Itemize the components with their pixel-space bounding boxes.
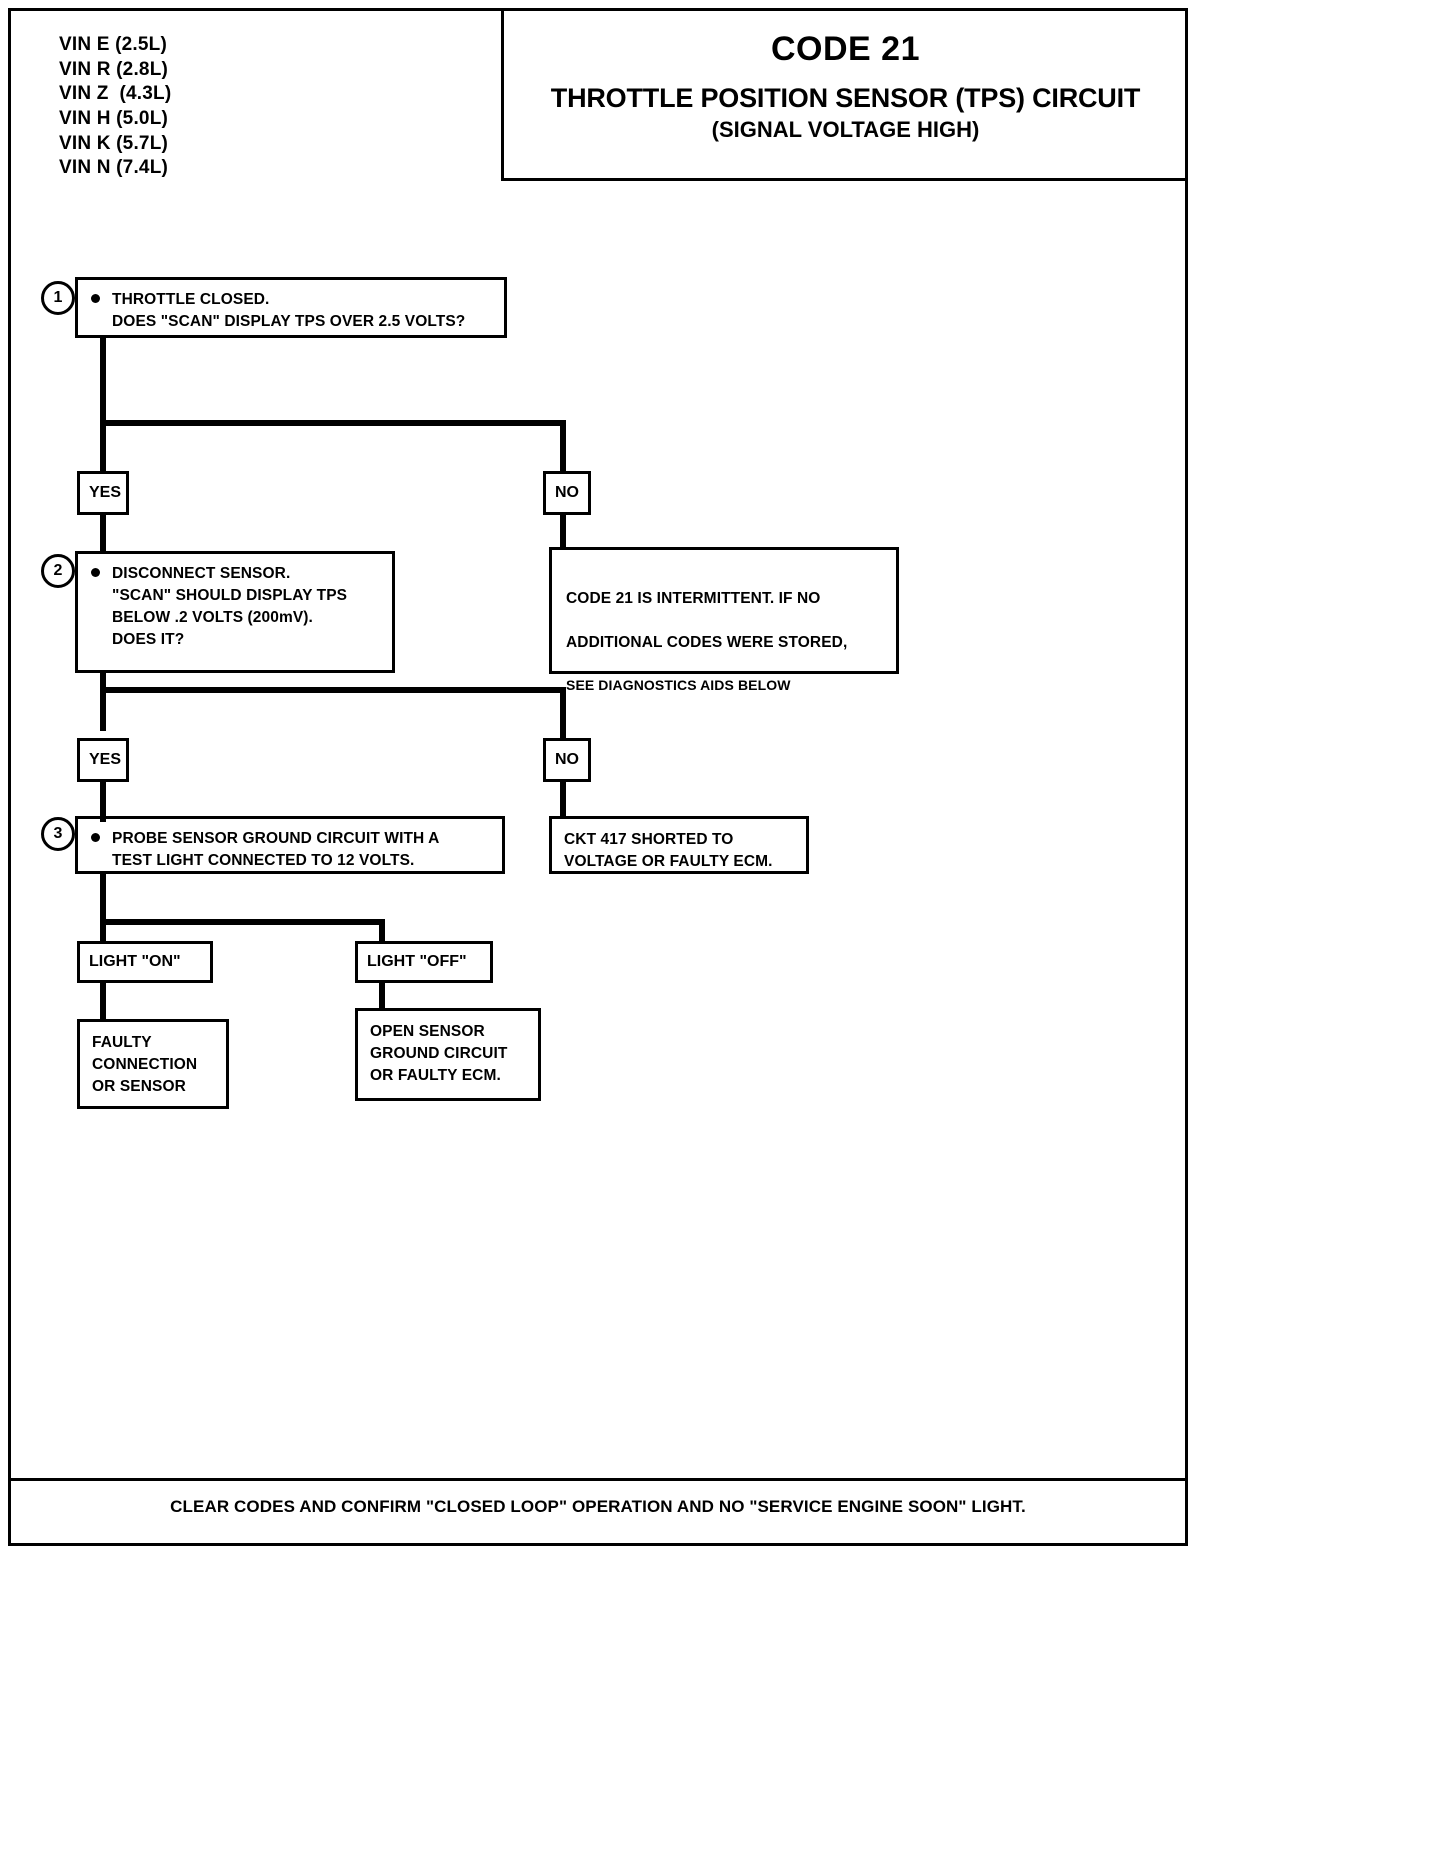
connector-lightoff-to-result <box>379 983 385 1011</box>
connector-lightoff-drop <box>379 919 385 943</box>
connector-no1-drop <box>560 420 566 473</box>
bullet-icon <box>91 833 100 842</box>
connector-step1-down <box>100 338 106 426</box>
bullet-icon <box>91 294 100 303</box>
connector-yes1-drop <box>100 420 106 473</box>
step-number-2: 2 <box>41 554 75 588</box>
step-box-1-text: THROTTLE CLOSED. DOES "SCAN" DISPLAY TPS… <box>112 291 466 330</box>
result-box-open-ground: OPEN SENSOR GROUND CIRCUIT OR FAULTY ECM… <box>355 1008 541 1101</box>
step-number-3: 3 <box>41 817 75 851</box>
branch-label-light-off: LIGHT "OFF" <box>355 941 493 983</box>
sub-title: (SIGNAL VOLTAGE HIGH) <box>711 117 980 142</box>
step-box-1: THROTTLE CLOSED. DOES "SCAN" DISPLAY TPS… <box>75 277 507 338</box>
footer-divider <box>11 1478 1185 1481</box>
intermittent-line-1: CODE 21 IS INTERMITTENT. IF NO <box>566 590 821 607</box>
connector-no2-drop <box>560 687 566 739</box>
branch-label-light-on: LIGHT "ON" <box>77 941 213 983</box>
branch-label-yes-2: YES <box>77 738 129 782</box>
step-box-2-text: DISCONNECT SENSOR. "SCAN" SHOULD DISPLAY… <box>112 565 348 648</box>
result-box-faulty-connection: FAULTY CONNECTION OR SENSOR <box>77 1019 229 1109</box>
step-number-1: 1 <box>41 281 75 315</box>
footer-note: CLEAR CODES AND CONFIRM "CLOSED LOOP" OP… <box>170 1497 1026 1516</box>
connector-lighton-to-result <box>100 983 106 1021</box>
step-box-3-text: PROBE SENSOR GROUND CIRCUIT WITH A TEST … <box>112 830 440 869</box>
diagram-page: VIN E (2.5L) VIN R (2.8L) VIN Z (4.3L) V… <box>8 8 1188 1546</box>
connector-step2-horizontal <box>100 687 566 693</box>
intermittent-line-2: ADDITIONAL CODES WERE STORED, <box>566 634 848 651</box>
step-box-3: PROBE SENSOR GROUND CIRCUIT WITH A TEST … <box>75 816 505 874</box>
connector-step1-horizontal <box>100 420 566 426</box>
branch-label-no-2: NO <box>543 738 591 782</box>
connector-yes2-to-step3 <box>100 782 106 822</box>
result-faulty-connection-text: FAULTY CONNECTION OR SENSOR <box>92 1034 198 1095</box>
result-ckt417-text: CKT 417 SHORTED TO VOLTAGE OR FAULTY ECM… <box>564 831 773 870</box>
connector-no2-to-result <box>560 782 566 818</box>
result-box-intermittent: CODE 21 IS INTERMITTENT. IF NO ADDITIONA… <box>549 547 899 693</box>
main-title: THROTTLE POSITION SENSOR (TPS) CIRCUIT <box>550 83 1141 113</box>
connector-step2-down <box>100 673 106 731</box>
bullet-icon <box>91 568 100 577</box>
connector-no1-to-result <box>560 515 566 549</box>
intermittent-line-3: SEE DIAGNOSTICS AIDS BELOW <box>566 677 791 693</box>
connector-yes1-to-step2 <box>100 515 106 553</box>
step-box-2: DISCONNECT SENSOR. "SCAN" SHOULD DISPLAY… <box>75 551 395 673</box>
branch-label-yes-1: YES <box>77 471 129 515</box>
code-title: CODE 21 <box>771 30 920 68</box>
connector-step3-horizontal <box>100 919 385 925</box>
connector-step3-down <box>100 874 106 942</box>
result-open-ground-text: OPEN SENSOR GROUND CIRCUIT OR FAULTY ECM… <box>370 1023 508 1084</box>
title-block: CODE 21 THROTTLE POSITION SENSOR (TPS) C… <box>501 8 1187 181</box>
branch-label-no-1: NO <box>543 471 591 515</box>
vin-engine-list: VIN E (2.5L) VIN R (2.8L) VIN Z (4.3L) V… <box>59 34 172 179</box>
result-box-ckt417: CKT 417 SHORTED TO VOLTAGE OR FAULTY ECM… <box>549 816 809 874</box>
